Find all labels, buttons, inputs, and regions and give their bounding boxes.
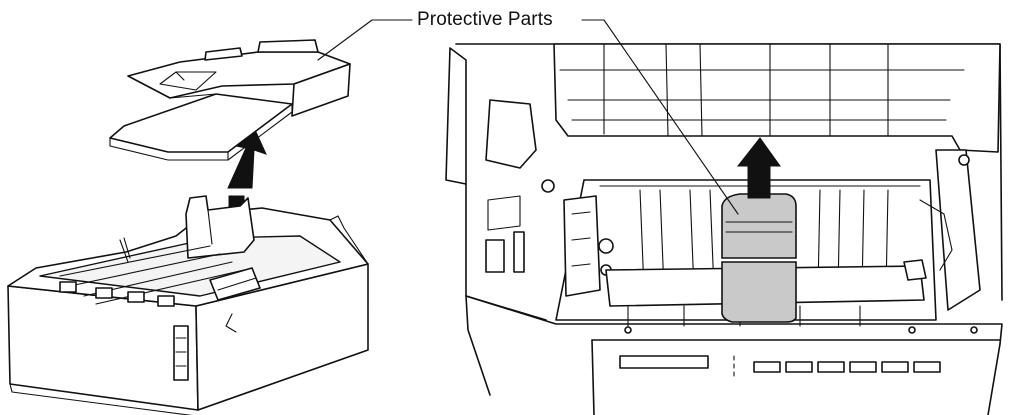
callout-leader <box>317 19 739 215</box>
callout-protective-parts: Protective Parts <box>417 9 553 30</box>
control-panel-icon <box>619 355 941 377</box>
paper-tray-icon <box>7 195 369 415</box>
packing-insert-icon <box>109 39 351 161</box>
lift-arrow-icon-right <box>736 137 781 199</box>
protective-part-icon <box>721 193 797 323</box>
